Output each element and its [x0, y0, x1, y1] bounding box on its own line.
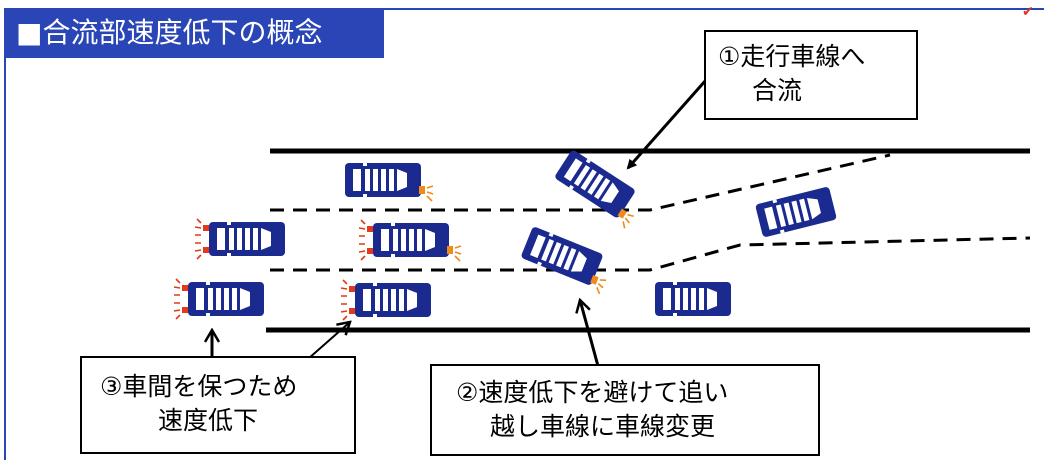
- car-changing-lane: [520, 226, 607, 296]
- slide-frame: ✔: [4, 4, 1044, 460]
- callout-merge: ①走行車線へ 合流: [704, 30, 918, 120]
- car-merge-lane: [345, 163, 434, 202]
- callout-merge-line-1: ①走行車線へ: [718, 42, 866, 71]
- lane-divider-passing: [270, 236, 1031, 272]
- arrow-merge: [626, 79, 708, 170]
- corner-mark-icon: ✔: [1022, 4, 1034, 20]
- car-passing-lane-front: [655, 282, 731, 316]
- callout-lane-change-line-2: 越し車線に車線変更: [490, 412, 716, 441]
- callout-keep-distance-line-1: ③車間を保つため: [100, 372, 298, 401]
- page-title: ■合流部速度低下の概念: [4, 8, 384, 58]
- car-travel-lane-rear: [194, 218, 285, 260]
- car-passing-lane-rear: [173, 278, 264, 320]
- arrow-lane-change: [580, 300, 600, 367]
- callout-lane-change-line-1: ②速度低下を避けて追い: [456, 378, 729, 407]
- callout-keep-distance-line-2: 速度低下: [158, 406, 259, 435]
- callout-keep-distance: ③車間を保つため 速度低下: [80, 356, 356, 454]
- callout-lane-change: ②速度低下を避けて追い 越し車線に車線変更: [430, 364, 820, 456]
- car-travel-lane-front: [755, 186, 837, 238]
- car-passing-lane-braking: [340, 279, 431, 321]
- lane-divider-merge: [270, 153, 891, 212]
- callout-merge-line-2: 合流: [752, 76, 803, 105]
- car-merging: [553, 149, 637, 230]
- car-travel-lane-braking: [358, 219, 462, 262]
